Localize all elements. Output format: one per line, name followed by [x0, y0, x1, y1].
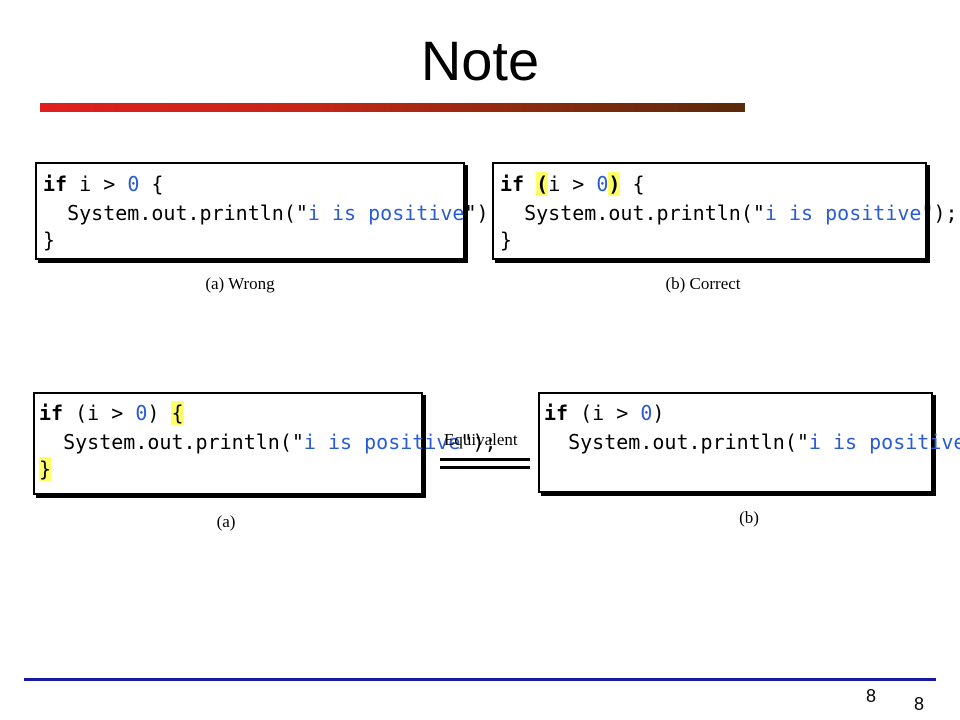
equivalent-line-bottom [440, 466, 530, 469]
code-text: System.out.println( [39, 430, 292, 454]
number-literal: 0 [127, 172, 140, 196]
keyword-if: if [39, 401, 64, 425]
code-box-b: if (i > 0) System.out.println("i is posi… [538, 392, 960, 493]
code-line-1: if (i > 0) { [500, 172, 645, 196]
string-literal: i is positive [764, 201, 922, 225]
string-literal: i is positive [307, 201, 465, 225]
code-text [524, 172, 536, 196]
keyword-if: if [500, 172, 525, 196]
highlighted-open-paren: ( [536, 172, 549, 196]
code-text: ) [147, 401, 172, 425]
equivalent-line-top [440, 458, 530, 461]
code-line-2: System.out.println("i is positive"); [39, 430, 497, 454]
code-line-3: } [500, 228, 513, 252]
caption-b: (b) [739, 508, 759, 527]
slide-number: 8 [866, 686, 877, 706]
code-text: System.out.println( [500, 201, 753, 225]
code-text: ); [933, 201, 958, 225]
code-line-1: if i > 0 { [43, 172, 163, 196]
code-line-2: System.out.println("i is positive"); [500, 201, 958, 225]
code-line-2: System.out.println("i is positive"); [43, 201, 501, 225]
code-box-a: if (i > 0) { System.out.println("i is po… [33, 392, 497, 495]
highlighted-open-brace: { [171, 401, 184, 425]
code-text: i > [548, 172, 597, 196]
code-box-wrong: if i > 0 { System.out.println("i is posi… [35, 162, 501, 260]
code-text: ); [472, 430, 497, 454]
code-text: i > [67, 172, 128, 196]
code-text: System.out.println( [43, 201, 296, 225]
code-line-1: if (i > 0) [544, 401, 664, 425]
code-text: " [464, 201, 477, 225]
footer-page-number: 8 [914, 694, 925, 714]
slide-title: Note [420, 29, 540, 92]
number-literal: 0 [135, 401, 148, 425]
keyword-if: if [43, 172, 68, 196]
code-line-1: if (i > 0) { [39, 401, 184, 425]
keyword-if: if [544, 401, 569, 425]
caption-a: (a) [216, 512, 236, 531]
number-literal: 0 [640, 401, 653, 425]
code-text: " [460, 430, 473, 454]
code-text: " [921, 201, 934, 225]
caption-wrong: (a) Wrong [205, 274, 275, 293]
string-literal: i is positive [303, 430, 461, 454]
code-text: { [139, 172, 164, 196]
code-text: ) [652, 401, 665, 425]
string-literal: i is positive [808, 430, 960, 454]
code-text: (i > [568, 401, 641, 425]
number-literal: 0 [596, 172, 609, 196]
code-text: " [752, 201, 765, 225]
code-line-2: System.out.println("i is positive"); [544, 430, 960, 454]
title-underline-bar [40, 103, 745, 112]
code-box-correct: if (i > 0) { System.out.println("i is po… [492, 162, 958, 260]
code-text: " [295, 201, 308, 225]
equivalent-label: Equivalent [444, 430, 518, 449]
code-text: (i > [63, 401, 136, 425]
code-line-3: } [39, 457, 52, 481]
footer-divider [24, 678, 936, 681]
code-text: System.out.println( [544, 430, 797, 454]
code-line-3: } [43, 228, 56, 252]
code-text: { [620, 172, 645, 196]
highlighted-close-paren: ) [608, 172, 621, 196]
code-text: " [291, 430, 304, 454]
code-text: " [796, 430, 809, 454]
highlighted-close-brace: } [39, 457, 52, 481]
caption-correct: (b) Correct [665, 274, 741, 293]
